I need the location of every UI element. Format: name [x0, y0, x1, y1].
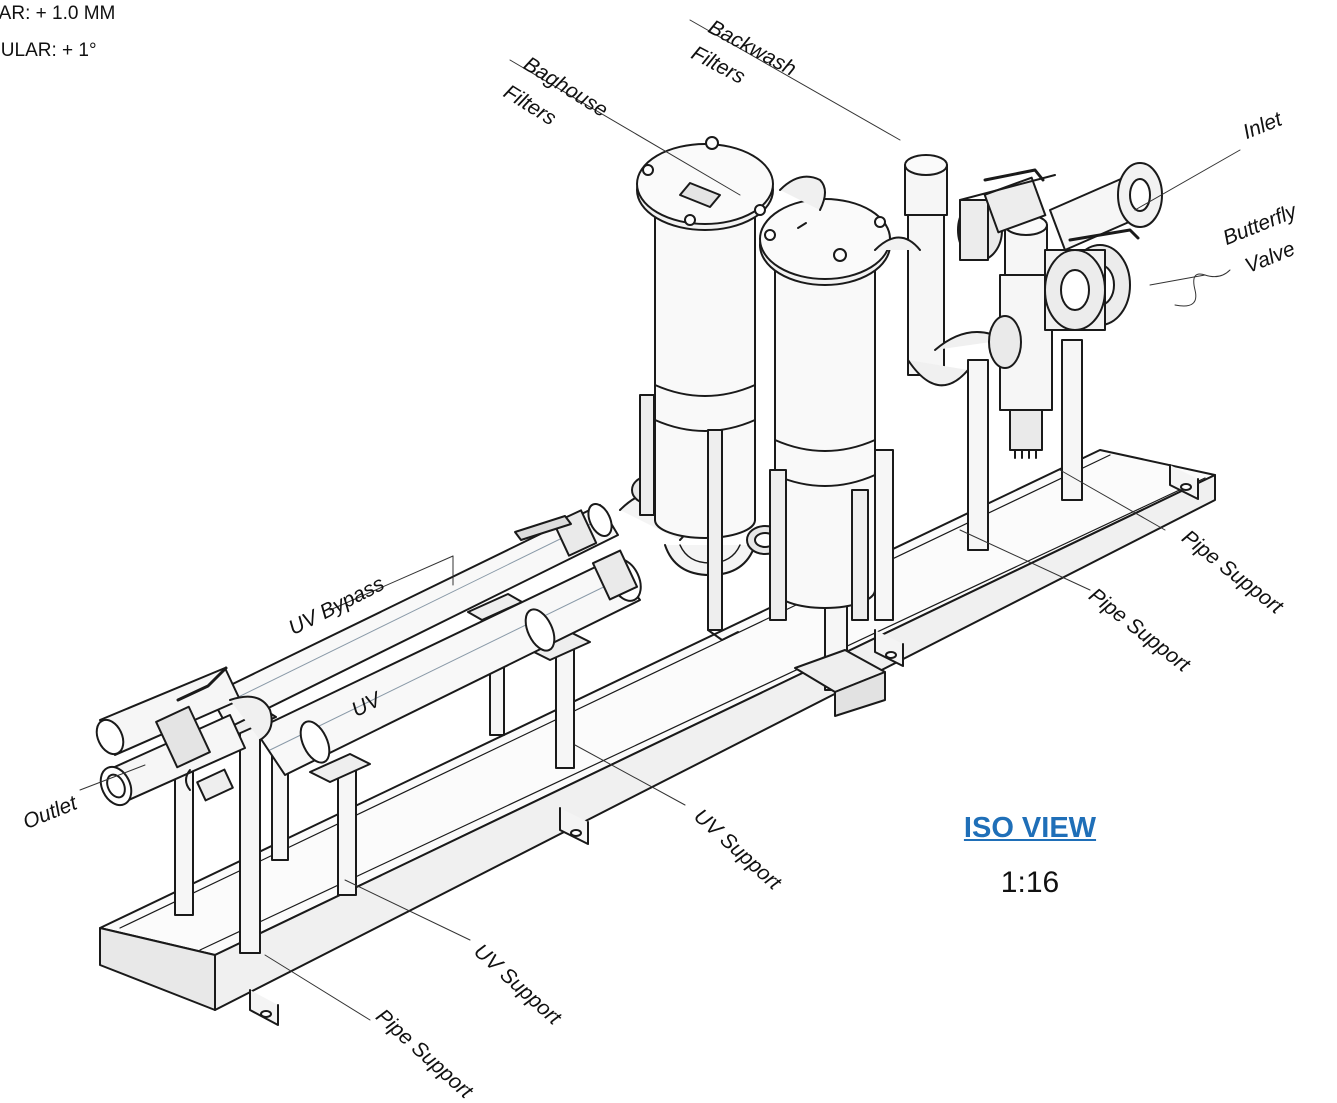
uv-reactor-pipe — [255, 551, 647, 775]
iso-view-scale: 1:16 — [1000, 866, 1060, 899]
uv-bypass-pipe — [210, 500, 618, 728]
outlet-manifold — [92, 668, 272, 810]
skid-base-frame — [100, 450, 1215, 1025]
backwash-filters — [875, 155, 1052, 458]
inlet-valves — [960, 163, 1162, 330]
linear-tolerance-note: EAR: + 1.0 MM — [0, 3, 116, 24]
baghouse-filter-rear — [637, 136, 773, 640]
iso-view-title: ISO VIEW — [963, 812, 1097, 844]
angular-tolerance-note: GULAR: + 1° — [0, 40, 97, 61]
leader-lines — [80, 20, 1240, 1020]
baghouse-filter-front — [760, 177, 890, 620]
